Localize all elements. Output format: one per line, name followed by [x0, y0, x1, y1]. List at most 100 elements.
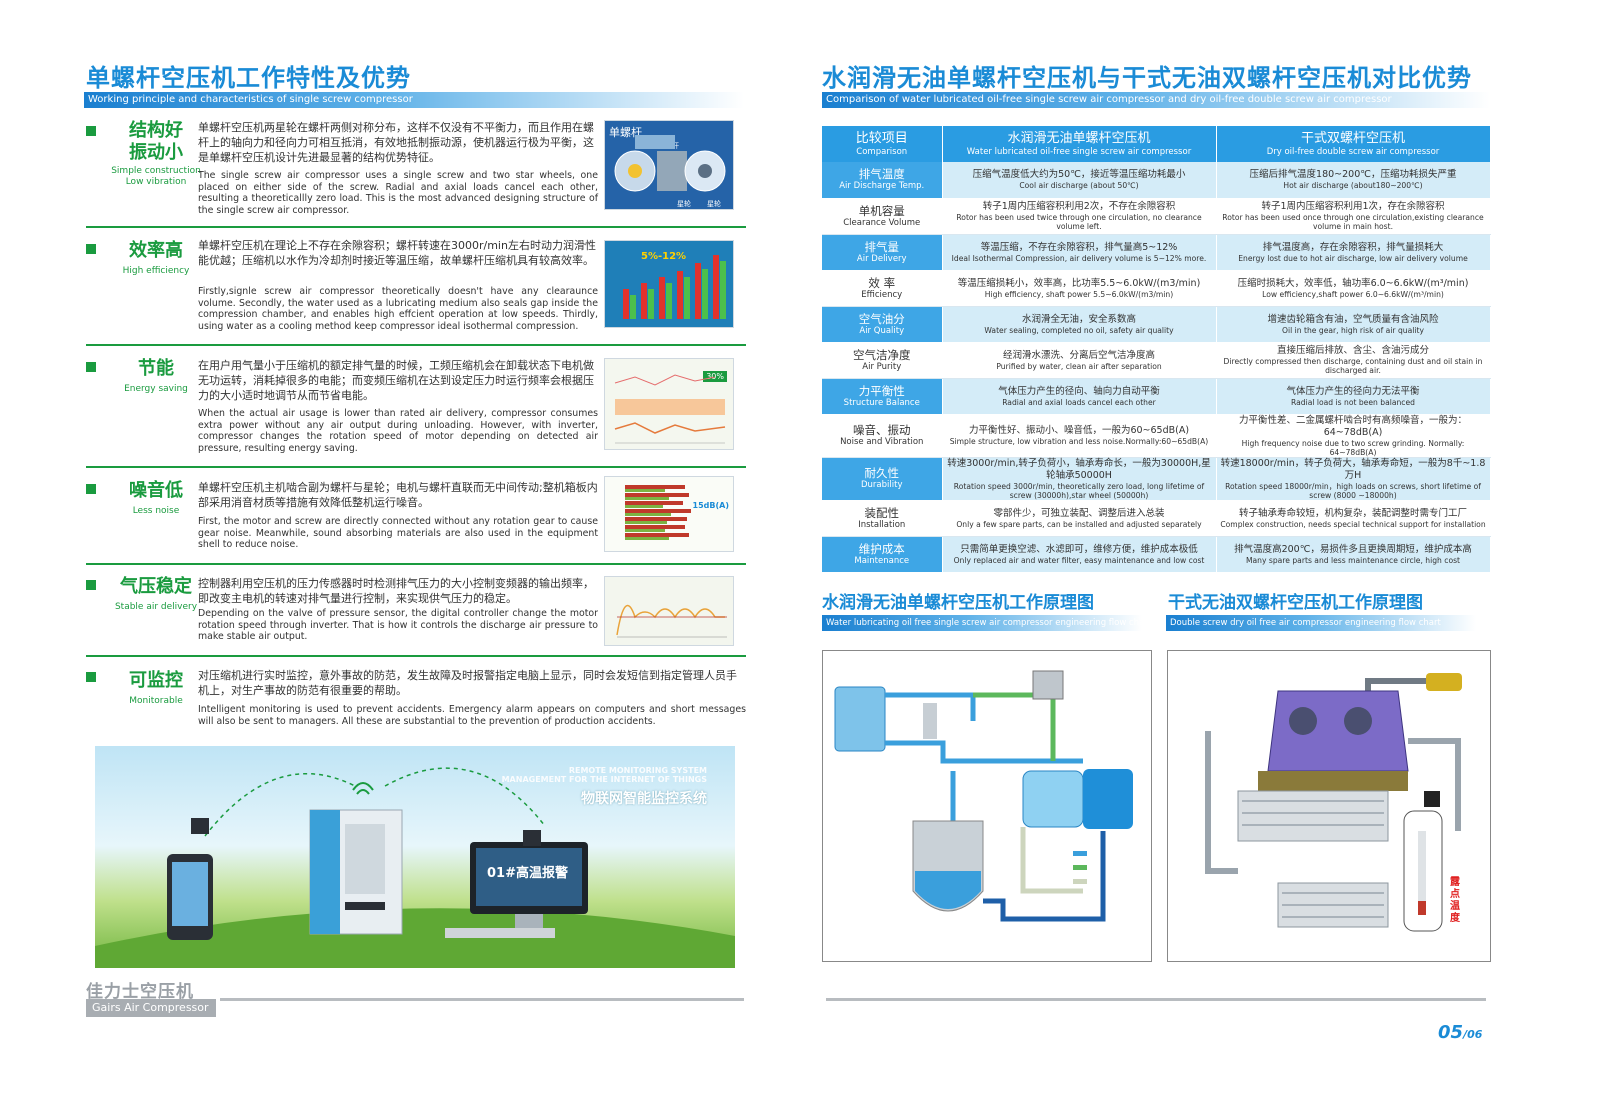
- feature-title: 可监控: [129, 670, 183, 691]
- feature-stable-air: 气压稳定 Stable air delivery 控制器利用空压机的压力传感器时…: [86, 572, 766, 648]
- feature-text-en: The single screw air compressor uses a s…: [198, 170, 598, 216]
- left-page: 单螺杆空压机工作特性及优势 Working principle and char…: [0, 0, 790, 1093]
- noise-bars: [625, 485, 691, 540]
- image-sublabel: 星轮: [707, 200, 721, 208]
- right-page: 水润滑无油单螺杆空压机与干式无油双螺杆空压机对比优势 Comparison of…: [810, 0, 1600, 1093]
- screw-illustration: [614, 135, 726, 192]
- section-divider: [86, 466, 746, 468]
- brand-name-en: Gairs Air Compressor: [86, 999, 216, 1017]
- feature-subtitle: Stable air delivery: [114, 602, 198, 612]
- dry-screw-flow-diagram: 露点温度: [1167, 650, 1491, 962]
- feature-subtitle: Less noise: [132, 506, 180, 516]
- feature-text-zh: 对压缩机进行实时监控，意外事故的防范，发生故障及时报警指定电脑上显示，同时会发短…: [198, 669, 737, 697]
- feature-title: 结构好 振动小: [129, 120, 183, 163]
- feature-energy-saving: 节能 Energy saving 在用户用气量小于压缩机的额定排气量的时候，工频…: [86, 354, 766, 458]
- feature-subtitle: Simple construction Low vibration: [111, 166, 201, 187]
- table-cell: 力平衡性好、振动小、噪音低，一般为60~65dB(A)Simple struct…: [942, 414, 1217, 458]
- feature-subtitle: Monitorable: [129, 696, 183, 706]
- image-label: 单螺杆: [609, 126, 642, 139]
- brand-name-zh: 佳力士空压机: [86, 982, 194, 1002]
- footer-line: [826, 998, 1486, 1001]
- section-divider: [86, 344, 746, 346]
- table-cell: 转速3000r/min,转子负荷小，轴承寿命长，一般为30000H,星轮轴承50…: [942, 457, 1217, 501]
- banner-illustration: [95, 767, 735, 968]
- feature-less-noise: 噪音低 Less noise 单螺杆空压机主机啮合副为螺杆与星轮；电机与螺杆直联…: [86, 476, 766, 558]
- feature-title: 噪音低: [129, 480, 183, 501]
- feature-text-en: Depending on the valve of pressure senso…: [198, 608, 598, 642]
- feature-subtitle: Energy saving: [124, 384, 188, 394]
- right-page-subtitle: Comparison of water lubricated oil-free …: [822, 92, 1490, 108]
- feature-text-en: First, the motor and screw are directly …: [198, 516, 598, 550]
- efficiency-bars: [623, 255, 726, 319]
- feature-subtitle: High efficiency: [122, 266, 190, 276]
- section-divider: [86, 655, 746, 657]
- banner-en-line1: REMOTE MONITORING SYSTEM: [568, 766, 707, 775]
- remote-monitoring-banner: REMOTE MONITORING SYSTEM MANAGEMENT FOR …: [95, 746, 735, 968]
- feature-text-en: Firstly,signle screw air compressor theo…: [198, 286, 598, 332]
- left-page-subtitle: Working principle and characteristics of…: [84, 92, 744, 108]
- energy-chart-image: 30%: [604, 358, 734, 450]
- footer-line: [220, 998, 744, 1001]
- feature-title: 效率高: [129, 240, 183, 261]
- flow-diagram-1: [834, 670, 1133, 922]
- diagram1-title: 水润滑无油单螺杆空压机工作原理图: [822, 593, 1094, 613]
- banner-zh-title: 物联网智能监控系统: [581, 791, 707, 807]
- feature-efficiency: 效率高 High efficiency 单螺杆空压机在理论上不存在余隙容积；螺杆…: [86, 236, 766, 334]
- feature-text-zh: 控制器利用空压机的压力传感器时时检测排气压力的大小控制变频器的输出频率，即改变主…: [198, 577, 594, 605]
- water-lubricated-flow-diagram: [822, 650, 1152, 962]
- pressure-wave: [616, 604, 727, 638]
- diagram2-subtitle: Double screw dry oil free air compressor…: [1166, 615, 1476, 631]
- bullet-square: [86, 484, 96, 494]
- dew-point-warning: 露点温度: [1450, 877, 1460, 924]
- bullet-square: [86, 672, 96, 682]
- table-cell: 压缩时损耗大，效率低，轴功率6.0~6.6kW/(m³/min)Low effi…: [1216, 270, 1491, 307]
- noise-label: 15dB(A): [692, 501, 729, 510]
- bullet-square: [86, 126, 96, 136]
- section-divider: [86, 563, 746, 565]
- diagram1-subtitle: Water lubricating oil free single screw …: [822, 615, 1142, 631]
- right-page-title: 水润滑无油单螺杆空压机与干式无油双螺杆空压机对比优势: [822, 64, 1472, 92]
- feature-text-zh: 单螺杆空压机两星轮在螺杆两侧对称分布，这样不仅没有不平衡力，而且作用在螺杆上的轴…: [198, 121, 594, 164]
- feature-monitorable: 可监控 Monitorable 对压缩机进行实时监控，意外事故的防范，发生故障及…: [86, 664, 766, 734]
- table-cell: 等温压缩，不存在余隙容积，排气量高5~12%Ideal Isothermal C…: [942, 234, 1217, 271]
- feature-structure: 结构好 振动小 Simple construction Low vibratio…: [86, 118, 766, 216]
- section-divider: [86, 226, 746, 228]
- noise-chart-image: 15dB(A): [604, 476, 734, 552]
- table-cell: 等温压缩损耗小，效率高，比功率5.5~6.0kW/(m3/min)High ef…: [942, 270, 1217, 307]
- banner-en-line2: MANAGEMENT FOR THE INTERNET OF THINGS: [501, 775, 707, 784]
- table-cell: 力平衡性差、二金属螺杆啮合时有高频噪音，一般为：64~78dB(A)High f…: [1216, 414, 1491, 458]
